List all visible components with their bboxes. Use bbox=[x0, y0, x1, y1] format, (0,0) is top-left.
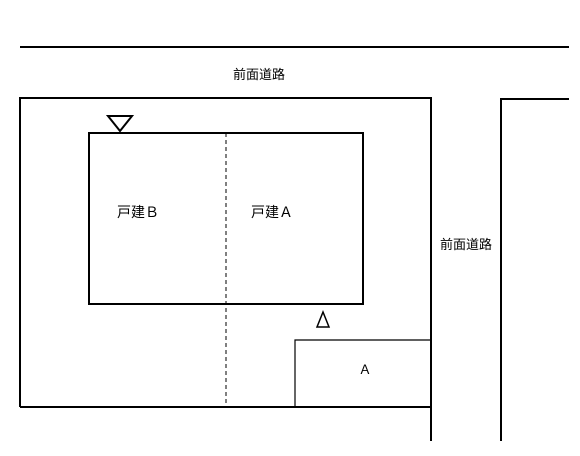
parking-a-label: Ａ bbox=[358, 363, 371, 378]
house-a-label: 戸建Ａ bbox=[251, 205, 293, 221]
entrance-b-triangle-icon bbox=[105, 115, 135, 133]
road-right-edge-line bbox=[500, 98, 569, 441]
road-right-label: 前面道路 bbox=[440, 237, 492, 253]
parking-a-outline bbox=[294, 339, 431, 407]
entrance-a-triangle-icon bbox=[315, 309, 331, 328]
road-top-label: 前面道路 bbox=[233, 67, 285, 83]
house-b-label: 戸建Ｂ bbox=[117, 205, 159, 221]
lot-boundary bbox=[19, 97, 432, 441]
